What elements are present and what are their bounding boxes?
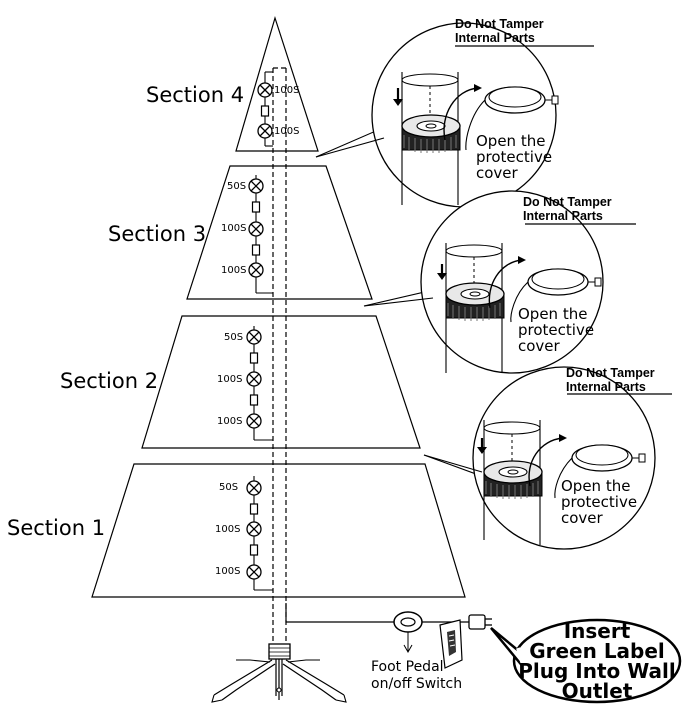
center-pole [272,67,287,650]
warning-line-1: Do Not Tamper [523,195,612,209]
callout-text-top: Open the protective cover [476,133,552,181]
bulb-rating-label: 100S [217,416,243,427]
warning-line-2: Internal Parts [523,209,603,223]
fuse-icon [249,544,259,556]
section-4-label: Section 4 [146,83,245,107]
section-3-label: Section 3 [108,222,207,246]
fuse-icon [251,201,261,213]
warning-line-2: Internal Parts [566,380,646,394]
callout-line-2: protective [561,493,638,511]
insert-plug-line-4: Outlet [561,679,633,703]
bulb-icon [246,371,262,387]
bulb-icon [246,413,262,429]
bulb-icon [246,480,262,496]
section-2-label: Section 2 [60,369,159,393]
warning-line-2: Internal Parts [455,31,535,45]
foot-pedal-line-2: on/off Switch [371,676,463,692]
callout-line-1: Open the [476,132,546,150]
tree-section-3-shape [186,165,373,300]
fuse-icon [249,503,259,515]
bulb-rating-label: 100S [221,223,247,234]
callout-text-middle: Open the protective cover [518,306,594,354]
section-1-bulb-string [246,476,273,591]
warning-line-1: Do Not Tamper [455,17,544,31]
tree-section-1-shape [91,463,466,598]
callout-line-3: cover [476,164,518,182]
callout-line-1: Open the [561,477,631,495]
bulb-icon [257,82,273,98]
callout-line-2: protective [518,321,595,339]
bulb-rating-label: 50S [224,332,244,343]
bulb-rating-label: 100S [215,566,241,577]
bulb-rating-label: 100S [221,265,247,276]
bulb-icon [248,178,264,194]
bulb-icon [246,521,262,537]
bulb-rating-label: 50S [219,482,239,493]
section-3-bulb-string [248,175,273,294]
bulb-rating-label: 100S [274,126,300,137]
section-2-bulb-string [246,326,273,441]
bulb-icon [246,329,262,345]
callout-connector-bottom [423,366,656,550]
insert-plug-line-3: Plug Into Wall [518,659,676,683]
foot-pedal-line-1: Foot Pedal [371,659,444,675]
callout-line-2: protective [476,148,553,166]
green-label-tag-icon [439,619,463,669]
callout-connector-top [315,22,559,208]
callout-line-3: cover [561,509,603,527]
insert-plug-line-2: Green Label [529,639,665,663]
callout-line-1: Open the [518,305,588,323]
tree-stand-icon [211,643,347,703]
warning-text-middle: Do Not Tamper Internal Parts [523,195,612,223]
insert-plug-line-1: Insert [563,619,631,643]
section-1-label: Section 1 [7,516,106,540]
bulb-rating-label: 50S [227,181,247,192]
warning-text-bottom: Do Not Tamper Internal Parts [566,366,655,394]
warning-text-top: Do Not Tamper Internal Parts [455,17,544,45]
bulb-icon [248,262,264,278]
tree-section-4-shape [235,15,319,152]
fuse-icon [249,352,259,364]
bulb-icon [257,123,273,139]
bulb-rating-label: 100S [215,524,241,535]
plug-icon [468,614,492,630]
insert-plug-balloon [490,618,682,704]
callout-text-bottom: Open the protective cover [561,478,637,526]
section-4-bulb-string [257,71,273,147]
bulb-icon [248,221,264,237]
bulb-icon [246,564,262,580]
fuse-icon [260,105,270,117]
tree-section-2-shape [141,315,421,449]
bulb-rating-label: 100S [274,85,300,96]
bulb-rating-label: 100S [217,374,243,385]
fuse-icon [251,244,261,256]
foot-pedal-icon [393,611,423,633]
insert-plug-text: Insert Green Label Plug Into Wall Outlet [514,621,680,701]
callout-connector-middle [363,190,604,374]
fuse-icon [249,394,259,406]
warning-line-1: Do Not Tamper [566,366,655,380]
callout-line-3: cover [518,337,560,355]
foot-pedal-label: Foot Pedal on/off Switch [371,659,462,693]
